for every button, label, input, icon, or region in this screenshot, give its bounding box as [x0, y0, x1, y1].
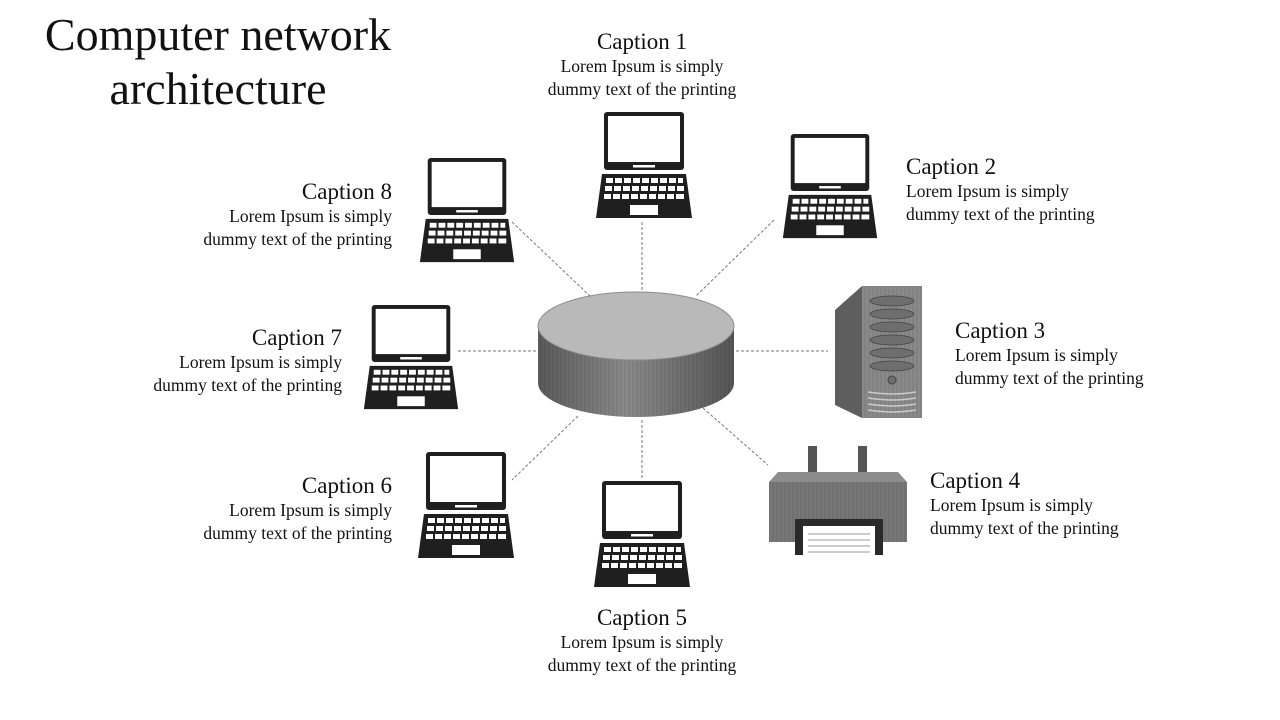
caption-title: Caption 7 — [251, 325, 342, 350]
title-line-1: Computer network — [44, 9, 392, 60]
caption-text-line-2: dummy text of the printing — [547, 79, 737, 99]
laptop-icon — [596, 112, 692, 218]
laptop-icon — [363, 305, 459, 410]
title-line-2: architecture — [109, 63, 327, 114]
caption-title: Caption 3 — [955, 318, 1046, 343]
laptop-icon — [782, 134, 878, 239]
caption-4: Caption 4 Lorem Ipsum is simply dummy te… — [930, 468, 1190, 540]
caption-8: Caption 8 Lorem Ipsum is simply dummy te… — [132, 179, 392, 251]
connectors — [458, 219, 828, 481]
caption-6: Caption 6 Lorem Ipsum is simply dummy te… — [132, 473, 392, 545]
connector-6 — [511, 415, 579, 481]
caption-title: Caption 8 — [301, 179, 392, 204]
caption-text-line-2: dummy text of the printing — [153, 375, 342, 395]
caption-title: Caption 5 — [596, 605, 688, 630]
caption-title: Caption 2 — [906, 154, 997, 179]
caption-title: Caption 4 — [930, 468, 1021, 493]
connector-2 — [695, 219, 775, 297]
connector-4 — [702, 407, 769, 466]
caption-text-line-2: dummy text of the printing — [203, 523, 392, 543]
server-tower-icon — [835, 286, 922, 418]
caption-text-line-1: Lorem Ipsum is simply — [955, 345, 1118, 365]
caption-2: Caption 2 Lorem Ipsum is simply dummy te… — [906, 154, 1166, 226]
caption-title: Caption 6 — [301, 473, 392, 498]
caption-text-line-2: dummy text of the printing — [547, 655, 737, 675]
caption-3: Caption 3 Lorem Ipsum is simply dummy te… — [955, 318, 1215, 390]
caption-text-line-1: Lorem Ipsum is simply — [229, 500, 392, 520]
caption-1: Caption 1 Lorem Ipsum is simply dummy te… — [512, 29, 772, 101]
connector-8 — [511, 221, 591, 297]
caption-text-line-1: Lorem Ipsum is simply — [560, 56, 724, 76]
laptop-icon — [594, 481, 690, 587]
caption-7: Caption 7 Lorem Ipsum is simply dummy te… — [82, 325, 342, 397]
caption-text-line-2: dummy text of the printing — [906, 204, 1095, 224]
caption-text-line-2: dummy text of the printing — [930, 518, 1119, 538]
caption-text-line-1: Lorem Ipsum is simply — [906, 181, 1069, 201]
laptop-icon — [419, 158, 515, 263]
printer-icon — [769, 446, 907, 558]
caption-text-line-2: dummy text of the printing — [955, 368, 1144, 388]
caption-text-line-1: Lorem Ipsum is simply — [560, 632, 724, 652]
page-title: Computer network architecture — [18, 8, 418, 116]
database-cylinder-icon — [537, 291, 735, 417]
caption-text-line-1: Lorem Ipsum is simply — [179, 352, 342, 372]
caption-text-line-1: Lorem Ipsum is simply — [930, 495, 1093, 515]
caption-title: Caption 1 — [596, 29, 688, 54]
laptop-icon — [418, 452, 514, 558]
caption-text-line-2: dummy text of the printing — [203, 229, 392, 249]
caption-5: Caption 5 Lorem Ipsum is simply dummy te… — [512, 605, 772, 677]
caption-text-line-1: Lorem Ipsum is simply — [229, 206, 392, 226]
